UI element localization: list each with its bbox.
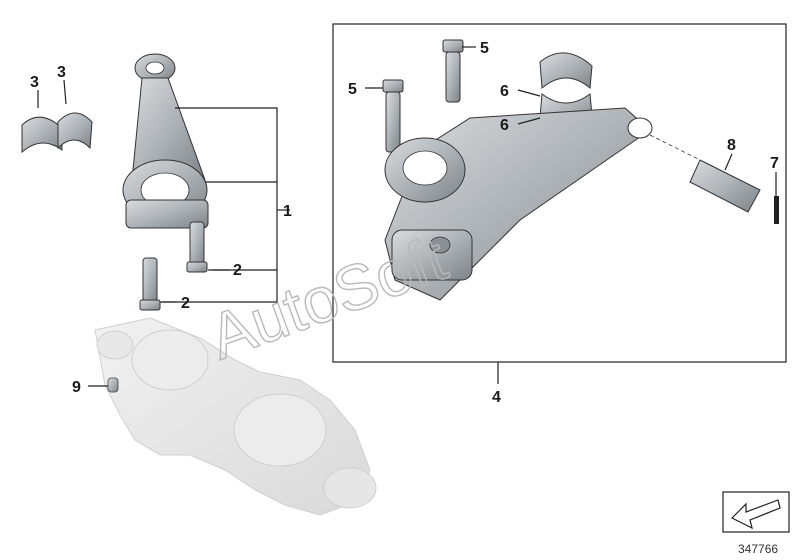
bearing-shells-left[interactable] [21, 112, 93, 154]
clip[interactable] [774, 196, 779, 224]
callout-6b: 6 [500, 117, 509, 134]
crankshaft-ghost [94, 317, 377, 516]
assembly-frame [332, 23, 787, 363]
watermark: AutoSoft [200, 221, 456, 373]
callout-8: 8 [727, 137, 736, 154]
callout-6a: 6 [500, 83, 509, 100]
leader-lines [37, 46, 777, 387]
connecting-rod-left[interactable] [122, 53, 209, 229]
navigation-arrow-icon[interactable] [722, 491, 790, 533]
rod-bolts-right[interactable] [382, 39, 464, 153]
callout-5a: 5 [348, 81, 357, 98]
callout-3b: 3 [57, 64, 66, 81]
connecting-rod-assembly[interactable] [384, 107, 701, 301]
callout-2a: 2 [233, 262, 242, 279]
callout-3a: 3 [30, 74, 39, 91]
callout-4: 4 [492, 389, 501, 406]
woodruff-key[interactable] [107, 377, 119, 393]
pin[interactable] [689, 159, 761, 213]
rod-bolts-left[interactable] [139, 221, 208, 311]
document-number: 347766 [738, 542, 778, 556]
callout-5b: 5 [480, 40, 489, 57]
callouts: 1 2 2 3 3 4 5 5 6 6 7 8 9 [30, 40, 779, 406]
callout-2b: 2 [181, 295, 190, 312]
callout-7: 7 [770, 155, 779, 172]
callout-9: 9 [72, 379, 81, 396]
callout-1: 1 [283, 203, 292, 220]
